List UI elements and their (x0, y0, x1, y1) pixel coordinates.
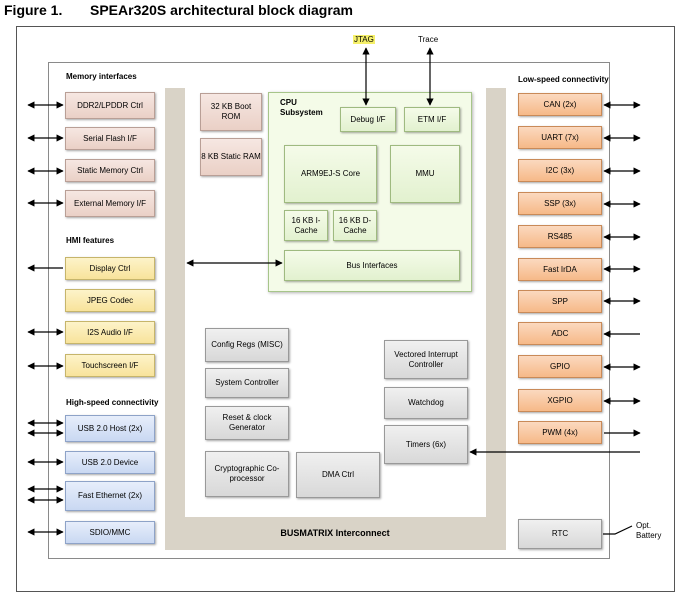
busmatrix-left-band (165, 88, 185, 550)
icache-block: 16 KB I-Cache (284, 210, 328, 241)
vic-block: Vectored Interrupt Controller (384, 340, 468, 379)
mmu-block: MMU (390, 145, 460, 203)
busmatrix-bottom-band (165, 517, 506, 550)
i2c-block: I2C (3x) (518, 159, 602, 182)
touchscreen-block: Touchscreen I/F (65, 354, 155, 377)
timers-block: Timers (6x) (384, 425, 468, 464)
static-memory-block: Static Memory Ctrl (65, 159, 155, 182)
system-controller-block: System Controller (205, 368, 289, 398)
fast-ethernet-block: Fast Ethernet (2x) (65, 481, 155, 511)
figure-title: Figure 1. SPEAr320S architectural block d… (4, 2, 353, 18)
sdio-mmc-block: SDIO/MMC (65, 521, 155, 544)
etm-if-block: ETM I/F (404, 107, 460, 132)
busmatrix-right-band (486, 88, 506, 550)
figure-frame (16, 26, 675, 592)
dcache-block: 16 KB D-Cache (333, 210, 377, 241)
config-regs-block: Config Regs (MISC) (205, 328, 289, 362)
cpu-subsystem-label: CPU Subsystem (280, 98, 323, 117)
crypto-block: Cryptographic Co-processor (205, 451, 289, 497)
battery-line (603, 525, 633, 535)
ssp-block: SSP (3x) (518, 192, 602, 215)
watchdog-block: Watchdog (384, 387, 468, 419)
external-memory-block: External Memory I/F (65, 190, 155, 217)
jtag-label: JTAG (353, 35, 375, 44)
rs485-block: RS485 (518, 225, 602, 248)
ddr-ctrl-block: DDR2/LPDDR Ctrl (65, 92, 155, 119)
xgpio-block: XGPIO (518, 389, 602, 412)
battery-label: Opt. Battery (636, 521, 662, 540)
adc-block: ADC (518, 322, 602, 345)
low-speed-label: Low-speed connectivity (518, 75, 609, 84)
rtc-block: RTC (518, 519, 602, 549)
display-ctrl-block: Display Ctrl (65, 257, 155, 280)
debug-if-block: Debug I/F (340, 107, 396, 132)
fast-irda-block: Fast IrDA (518, 258, 602, 281)
usb-device-block: USB 2.0 Device (65, 451, 155, 474)
trace-label: Trace (418, 35, 439, 44)
reset-clock-block: Reset & clock Generator (205, 406, 289, 440)
i2s-audio-block: I2S Audio I/F (65, 321, 155, 344)
figure-number: Figure 1. (4, 2, 63, 18)
spp-block: SPP (518, 290, 602, 313)
bus-interfaces-block: Bus Interfaces (284, 250, 460, 281)
can-block: CAN (2x) (518, 93, 602, 116)
serial-flash-block: Serial Flash I/F (65, 127, 155, 150)
high-speed-label: High-speed connectivity (66, 398, 159, 407)
arm-core-block: ARM9EJ-S Core (284, 145, 377, 203)
jpeg-codec-block: JPEG Codec (65, 289, 155, 312)
boot-rom-block: 32 KB Boot ROM (200, 93, 262, 131)
uart-block: UART (7x) (518, 126, 602, 149)
static-ram-block: 8 KB Static RAM (200, 138, 262, 176)
memory-interfaces-label: Memory interfaces (66, 72, 137, 81)
busmatrix-label: BUSMATRIX Interconnect (280, 528, 390, 538)
pwm-block: PWM (4x) (518, 421, 602, 444)
figure-caption: SPEAr320S architectural block diagram (90, 2, 353, 18)
dma-ctrl-block: DMA Ctrl (296, 452, 380, 498)
usb-host-block: USB 2.0 Host (2x) (65, 415, 155, 442)
hmi-features-label: HMI features (66, 236, 115, 245)
gpio-block: GPIO (518, 355, 602, 378)
